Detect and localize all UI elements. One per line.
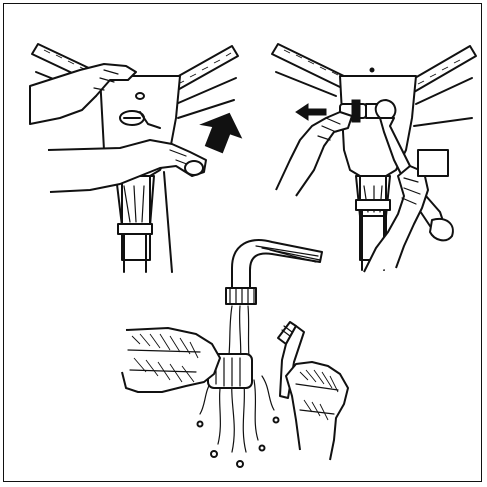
panel-rinse-filter	[122, 240, 348, 467]
spray-arm-right	[408, 46, 476, 126]
faucet-icon	[226, 240, 322, 304]
hand-holding-filter	[122, 328, 220, 392]
hand-pulling-nozzle	[276, 112, 352, 196]
arrow-up-icon	[197, 109, 245, 156]
panel-unscrew-filter	[272, 44, 476, 272]
arrow-left-icon	[296, 104, 326, 120]
hand-holding-toothbrush	[286, 362, 348, 460]
spray-arm-left	[272, 44, 348, 96]
panel-remove-cover	[30, 44, 245, 272]
